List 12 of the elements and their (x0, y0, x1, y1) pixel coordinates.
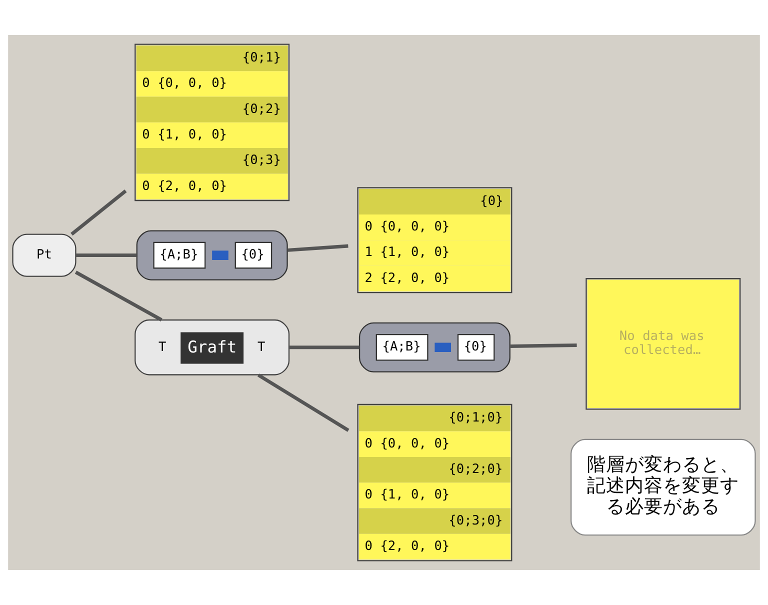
node-box: {A;B} {0} (358, 322, 510, 372)
connector (70, 189, 127, 236)
connector (257, 374, 350, 432)
node-box: T Graft T (134, 319, 290, 376)
node-box: {A;B} {0} (136, 230, 288, 280)
node-box: 階層が変わると、記述内容を変更する必要がある (570, 438, 756, 536)
connector (74, 270, 162, 322)
node-box: Pt (12, 234, 76, 277)
connector (287, 244, 348, 252)
connector (289, 346, 360, 350)
connector (76, 254, 137, 258)
connector (510, 343, 577, 348)
